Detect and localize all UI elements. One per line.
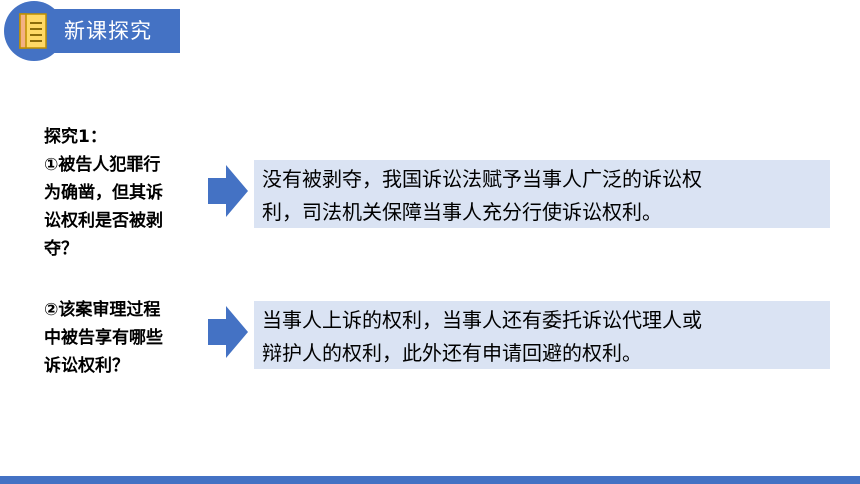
question-2-line-2: 中被告享有哪些	[44, 328, 163, 348]
question-2-line-1: ②该案审理过程	[44, 300, 161, 320]
question-block-2: ②该案审理过程 中被告享有哪些 诉讼权利？	[44, 296, 163, 380]
header-bar: 新课探究	[48, 9, 180, 53]
answer-box-2: 当事人上诉的权利，当事人还有委托诉讼代理人或 辩护人的权利，此外还有申请回避的权…	[254, 301, 830, 369]
notebook-icon	[19, 13, 47, 49]
question-block-1: 探究1： ①被告人犯罪行 为确凿，但其诉 讼权利是否被剥 夺？	[44, 123, 163, 263]
answer-2-line-1: 当事人上诉的权利，当事人还有委托诉讼代理人或	[262, 308, 702, 332]
question-1-line-4: 夺？	[44, 239, 78, 259]
question-1-line-2: 为确凿，但其诉	[44, 183, 163, 203]
answer-2-line-2: 辩护人的权利，此外还有申请回避的权利。	[262, 341, 642, 365]
header-title: 新课探究	[64, 19, 152, 43]
bottom-divider	[0, 476, 860, 484]
question-2-line-3: 诉讼权利？	[44, 356, 129, 376]
section-heading: 探究1：	[44, 127, 107, 147]
answer-1-line-2: 利，司法机关保障当事人充分行使诉讼权利。	[262, 200, 662, 224]
answer-box-1: 没有被剥夺，我国诉讼法赋予当事人广泛的诉讼权 利，司法机关保障当事人充分行使诉讼…	[254, 160, 830, 228]
question-1-line-3: 讼权利是否被剥	[44, 211, 163, 231]
answer-1-line-1: 没有被剥夺，我国诉讼法赋予当事人广泛的诉讼权	[262, 167, 702, 191]
arrow-right-icon	[208, 165, 248, 217]
question-1-line-1: ①被告人犯罪行	[44, 155, 161, 175]
header-badge	[4, 1, 64, 61]
arrow-right-icon	[208, 306, 248, 358]
